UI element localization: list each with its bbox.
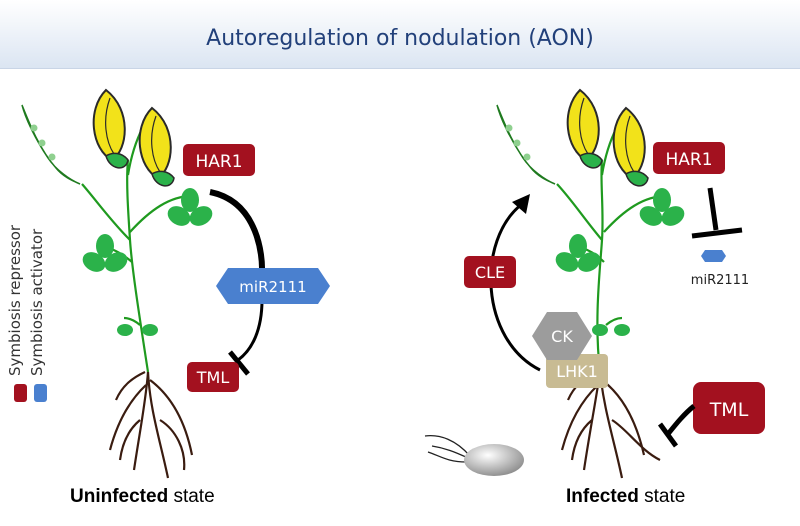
left-leaf-2	[79, 234, 131, 276]
right-pea-pod	[496, 104, 556, 185]
left-roots	[108, 371, 194, 479]
right-tml-label: TML	[709, 399, 749, 421]
right-lhk1-label: LHK1	[556, 362, 598, 381]
right-plant	[496, 89, 688, 479]
right-signaling: CLE LHK1 CK HAR1 miR2111 TML	[464, 142, 765, 448]
right-lhk1-box: LHK1	[546, 354, 608, 388]
left-har1-label: HAR1	[195, 152, 242, 172]
right-tml-inhibition-line	[666, 404, 696, 436]
right-ck-hexagon: CK	[532, 312, 592, 360]
title-banner	[0, 0, 800, 69]
left-tml-label: TML	[196, 368, 230, 387]
infected-bold: Infected	[566, 486, 639, 507]
left-pea-pod	[21, 104, 81, 185]
right-leaf-3	[592, 324, 630, 336]
left-signaling: HAR1 miR2111 TML	[183, 144, 330, 392]
legend-repressor-swatch	[14, 384, 27, 402]
right-ck-label: CK	[551, 327, 573, 346]
right-tml-box: TML	[693, 382, 765, 434]
left-har1-to-mir-arc	[209, 189, 265, 269]
legend-activator-label: Symbiosis activator	[28, 228, 46, 376]
left-flower-1	[92, 89, 129, 169]
left-har1-box: HAR1	[183, 144, 255, 176]
right-har1-label: HAR1	[665, 150, 712, 170]
right-har1-inhibition-line	[707, 187, 719, 231]
legend: Symbiosis repressor Symbiosis activator	[4, 216, 48, 402]
right-cle-label: CLE	[475, 263, 505, 282]
right-flower-1	[566, 89, 603, 169]
right-tml-inhibition-bar	[657, 422, 679, 448]
left-tml-box: TML	[187, 362, 239, 392]
left-mir2111-hexagon: miR2111	[216, 268, 330, 304]
infected-rest: state	[638, 486, 686, 507]
right-leaf-2	[552, 234, 604, 276]
right-har1-box: HAR1	[653, 142, 725, 174]
left-mir-to-tml-arc	[237, 299, 264, 362]
right-flower-2	[612, 107, 649, 187]
right-cle-arc	[489, 202, 541, 372]
legend-repressor-label: Symbiosis repressor	[6, 224, 24, 376]
right-mir2111-hexagon	[701, 250, 726, 262]
infected-state-label: Infected state	[566, 486, 685, 508]
diagram-title: Autoregulation of nodulation (AON)	[206, 26, 594, 51]
right-leaf-1	[636, 188, 688, 230]
rhizobium-bacterium	[424, 434, 524, 476]
right-main-stem	[556, 114, 667, 373]
right-mir-label: miR2111	[691, 273, 749, 288]
right-roots	[560, 371, 661, 479]
right-cle-box: CLE	[464, 256, 516, 288]
right-cle-arrowhead	[512, 194, 530, 214]
left-leaf-1	[164, 188, 216, 230]
left-main-stem	[81, 114, 193, 373]
uninfected-bold: Uninfected	[70, 486, 169, 507]
left-plant	[21, 89, 216, 479]
left-leaf-3	[117, 324, 158, 336]
legend-activator-swatch	[34, 384, 47, 402]
left-flower-2	[138, 107, 175, 187]
uninfected-rest: state	[168, 486, 215, 507]
left-tml-inhibition-bar	[228, 350, 250, 376]
uninfected-state-label: Uninfected state	[70, 486, 215, 508]
right-har1-inhibition-bar	[691, 227, 743, 239]
left-mir-label: miR2111	[239, 278, 306, 296]
